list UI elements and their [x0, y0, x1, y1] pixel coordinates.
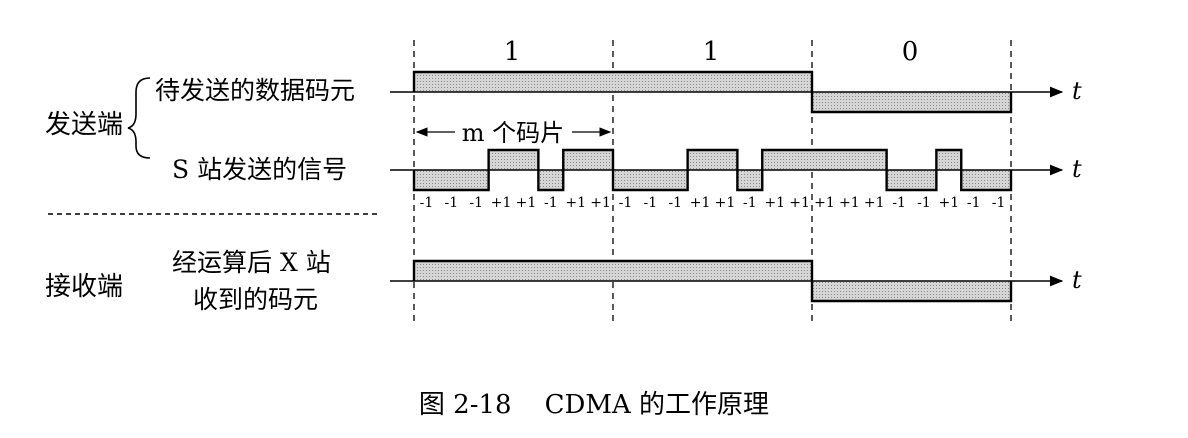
received-axis-label: t [1072, 266, 1082, 294]
chip-value-2: -1 [444, 195, 458, 211]
figure-caption: 图 2-18 CDMA 的工作原理 [419, 390, 769, 420]
chip-segment-10 [637, 170, 663, 190]
data-bit-segment-2 [613, 72, 812, 92]
bit-value-2: 1 [703, 37, 720, 67]
chip-value-13: +1 [715, 195, 736, 211]
chip-value-10: -1 [643, 195, 657, 211]
data-bit-segment-3 [812, 92, 1011, 112]
received-waveform [412, 259, 1013, 303]
chip-segment-2 [438, 170, 464, 190]
chip-segment-23 [961, 170, 987, 190]
received-label-line2: 收到的码元 [193, 285, 318, 314]
data-bits-label: 待发送的数据码元 [155, 76, 355, 105]
received-label-line1: 经运算后 X 站 [172, 248, 331, 277]
chip-value-8: +1 [590, 195, 611, 211]
sender-brace [127, 77, 151, 159]
chip-value-22: +1 [938, 195, 959, 211]
chip-segment-16 [787, 150, 812, 170]
chip-segment-21 [911, 170, 937, 190]
chip-segment-20 [886, 170, 912, 190]
chip-outline [412, 148, 1013, 192]
chip-segment-6 [538, 170, 564, 190]
chip-values: -1-1-1+1+1-1+1+1-1-1-1+1+1-1+1+1+1+1+1-1… [420, 195, 1006, 211]
chip-segment-11 [662, 170, 688, 190]
chip-segment-19 [861, 150, 887, 170]
received-bit-segment-3 [812, 281, 1011, 301]
chip-segment-8 [588, 150, 613, 170]
chip-segment-22 [936, 150, 962, 170]
chip-value-9: -1 [619, 195, 633, 211]
s-signal-waveform [412, 148, 1013, 192]
received-bit-outline [412, 259, 1013, 303]
chip-value-19: +1 [864, 195, 885, 211]
receiver-label: 接收端 [45, 272, 123, 302]
chip-value-24: -1 [992, 195, 1006, 211]
chip-segment-4 [488, 150, 514, 170]
received-bit-segment-1 [414, 261, 613, 281]
chip-segment-3 [463, 170, 489, 190]
chip-value-20: -1 [892, 195, 906, 211]
data-bit-segment-1 [414, 72, 613, 92]
chip-segment-9 [613, 170, 638, 190]
chip-value-17: +1 [814, 195, 835, 211]
chip-value-3: -1 [469, 195, 483, 211]
chip-value-6: -1 [544, 195, 558, 211]
chip-segment-18 [836, 150, 862, 170]
chip-value-11: -1 [668, 195, 682, 211]
received-bit-segment-2 [613, 261, 812, 281]
bit-value-3: 0 [902, 37, 919, 67]
chip-segment-14 [737, 170, 763, 190]
chip-value-14: -1 [743, 195, 757, 211]
data-bits-axis-label: t [1072, 77, 1082, 105]
chip-segment-15 [762, 150, 788, 170]
chip-segment-13 [712, 150, 738, 170]
chip-segment-5 [513, 150, 539, 170]
chip-value-18: +1 [839, 195, 860, 211]
data-bits-waveform [412, 70, 1013, 114]
chip-segment-17 [812, 150, 837, 170]
chip-segment-7 [563, 150, 589, 170]
chip-value-12: +1 [690, 195, 711, 211]
chip-segment-1 [414, 170, 439, 190]
chip-value-4: +1 [491, 195, 512, 211]
sender-label: 发送端 [45, 110, 123, 140]
chip-value-1: -1 [420, 195, 434, 211]
chip-segment-24 [986, 170, 1011, 190]
s-signal-label: S 站发送的信号 [172, 155, 347, 184]
chip-value-23: -1 [967, 195, 981, 211]
chip-segment-12 [687, 150, 713, 170]
bit-value-1: 1 [504, 37, 521, 67]
chip-value-15: +1 [764, 195, 785, 211]
chip-span-label: m 个码片 [462, 119, 564, 147]
chip-value-5: +1 [516, 195, 537, 211]
s-signal-axis-label: t [1072, 155, 1082, 183]
chip-value-21: -1 [917, 195, 931, 211]
data-bit-outline [412, 70, 1013, 114]
chip-value-16: +1 [789, 195, 810, 211]
chip-span-indicator: m 个码片 [415, 119, 612, 147]
chip-value-7: +1 [565, 195, 586, 211]
